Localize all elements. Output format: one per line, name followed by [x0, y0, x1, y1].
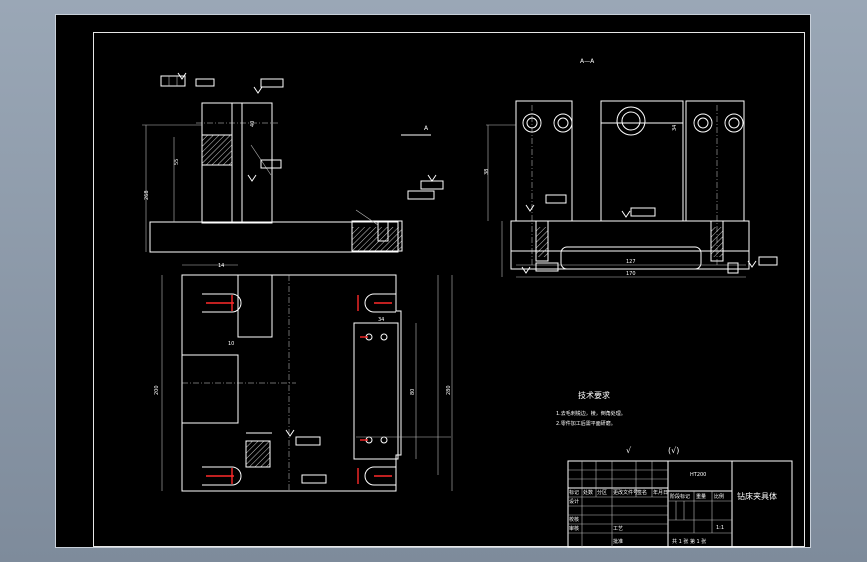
stage-scale: 比例: [714, 493, 724, 500]
dim-right-h: 38: [484, 169, 490, 175]
dim-top-h2: 55: [174, 159, 180, 165]
hdr-zone: 分区: [597, 489, 607, 496]
title-block: [567, 460, 793, 548]
role-design: 设计: [569, 498, 579, 505]
scale: 1:1: [716, 525, 724, 531]
material: HT200: [690, 472, 706, 478]
hdr-mark: 标记: [569, 489, 579, 496]
dim-right-w1: 127: [626, 259, 636, 265]
front-view: [142, 72, 444, 253]
role-process: 工艺: [613, 526, 623, 532]
section-mark-a: A: [424, 125, 429, 132]
dim-bottom-h: 200: [154, 385, 160, 395]
drawing-canvas: 268 55 40 A A—A: [142, 58, 793, 548]
stage-weight: 重量: [696, 493, 706, 500]
dim-bottom-w2: 80: [410, 389, 416, 395]
section-view-label: A—A: [580, 58, 595, 65]
dim-bottom-s: 10: [228, 341, 234, 347]
stage-mark: 阶段标记: [670, 493, 690, 500]
hdr-change-doc: 更改文件号: [613, 489, 638, 496]
sheet-info: 共 1 张 第 1 张: [672, 538, 706, 545]
role-check: 校核: [569, 516, 579, 523]
plan-view: [161, 264, 453, 492]
front-view-hatch: [202, 135, 232, 165]
drawing-frame: [93, 32, 805, 547]
role-approve: 批准: [613, 538, 623, 545]
cad-viewport[interactable]: 268 55 40 A A—A: [55, 14, 811, 548]
roughness-general: √: [626, 446, 632, 455]
tech-note-2: 2.零件加工后需平面研磨。: [556, 420, 616, 427]
role-review: 审核: [569, 525, 579, 532]
dim-top-w: 40: [250, 121, 256, 127]
dim-bottom-s2: 34: [378, 317, 384, 323]
tech-note-1: 1.去毛刺锐边，棱，倒角处理。: [556, 410, 626, 417]
hdr-count: 处数: [583, 489, 593, 496]
dim-bottom-w: 14: [218, 263, 224, 269]
dim-bottom-h2: 280: [446, 385, 452, 395]
hdr-date: 年月日: [653, 489, 668, 496]
tech-title: 技术要求: [578, 390, 610, 400]
side-view: [486, 100, 778, 278]
dim-right-h2: 34: [672, 125, 678, 131]
roughness-other: (√): [668, 446, 679, 455]
part-name: 钻床夹具体: [737, 491, 777, 501]
hdr-sign: 签名: [637, 489, 647, 496]
dim-top-height: 268: [144, 190, 150, 200]
dim-right-w2: 170: [626, 271, 636, 277]
